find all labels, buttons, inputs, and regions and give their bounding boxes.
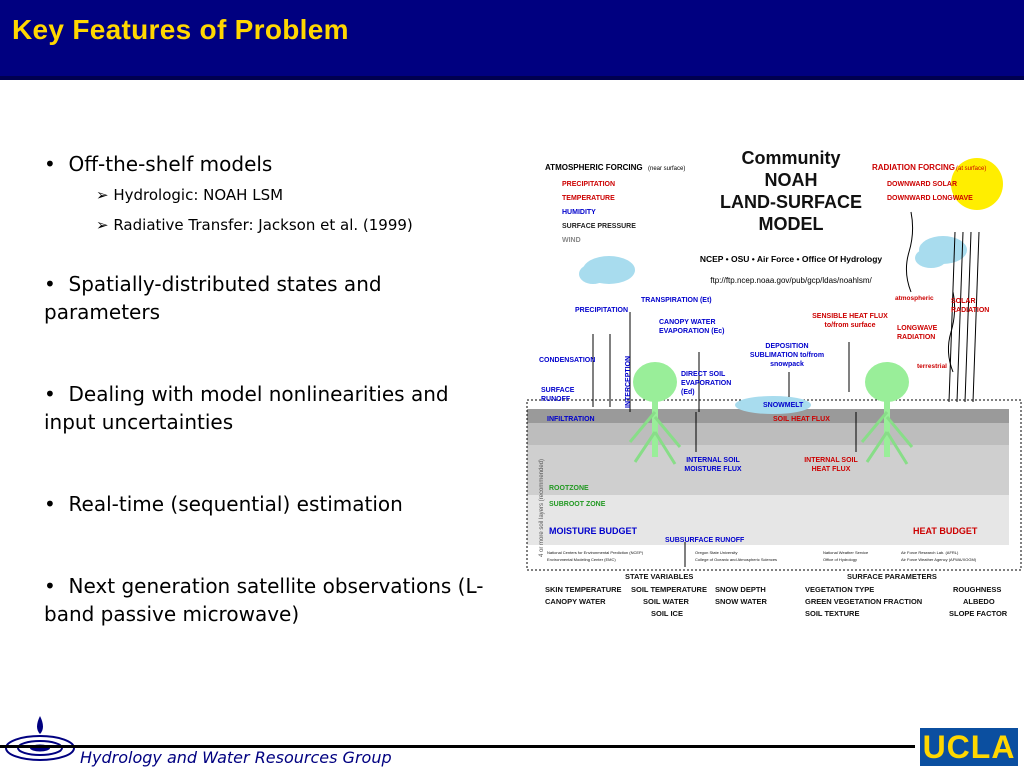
model-title-line: NOAH [765, 170, 818, 190]
cloud-icon [579, 264, 607, 284]
surface-param: SLOPE FACTOR [949, 609, 1008, 618]
agencies-line: NCEP • OSU • Air Force • Office Of Hydro… [700, 254, 883, 264]
state-var: SKIN TEMPERATURE [545, 585, 622, 594]
internal-heat-label: INTERNAL SOIL HEAT FLUX [804, 457, 858, 473]
surface-param: SOIL TEXTURE [805, 609, 859, 618]
ftp-line: ftp://ftp.ncep.noaa.gov/pub/gcp/ldas/noa… [710, 276, 872, 285]
ucla-logo: UCLA [920, 728, 1018, 766]
rad-item: DOWNWARD LONGWAVE [887, 195, 973, 202]
state-var: SOIL TEMPERATURE [631, 585, 707, 594]
noah-lsm-diagram: Community NOAH LAND-SURFACE MODEL NCEP •… [526, 148, 1022, 618]
flux-arrows [592, 211, 980, 567]
surface-param: VEGETATION TYPE [805, 585, 874, 594]
model-title-line: Community [742, 148, 841, 168]
state-var: CANOPY WATER [545, 597, 606, 606]
transpiration-label: TRANSPIRATION (Et) [641, 297, 712, 304]
bullet-item: • Real-time (sequential) estimation [44, 492, 403, 516]
cloud-icon [915, 248, 947, 268]
moisture-budget-label: MOISTURE BUDGET [549, 526, 638, 536]
surface-param: ALBEDO [963, 597, 995, 606]
direct-soil-label: DIRECT SOIL EVAPORATION (Ed) [681, 371, 732, 396]
infiltration-label: INFILTRATION [547, 416, 595, 423]
state-var: SNOW WATER [715, 597, 768, 606]
footer-divider [0, 745, 915, 748]
soil-layer-3 [527, 445, 1009, 495]
slide-title: Key Features of Problem [12, 14, 349, 45]
state-var: SOIL WATER [643, 597, 690, 606]
footer-group-name: Hydrology and Water Resources Group [80, 748, 392, 767]
credit-line: Environmental Modeling Center (EMC) [547, 557, 616, 562]
condensation-label: CONDENSATION [539, 357, 595, 364]
state-vars-title: STATE VARIABLES [625, 572, 693, 581]
credit-line: National Centers for Environmental Predi… [547, 550, 644, 555]
bullet-text: Real-time (sequential) estimation [68, 492, 403, 516]
state-var: SNOW DEPTH [715, 585, 766, 594]
model-title-line: MODEL [759, 214, 824, 234]
rootzone-label: ROOTZONE [549, 485, 589, 492]
surface-params-title: SURFACE PARAMETERS [847, 572, 937, 581]
title-bar [0, 0, 1024, 76]
sub-bullet-item: ➢ Radiative Transfer: Jackson et al. (19… [96, 216, 413, 234]
atm-forcing-note: (near surface) [648, 166, 685, 172]
subsurface-runoff-label: SUBSURFACE RUNOFF [665, 537, 745, 544]
snowmelt-label: SNOWMELT [763, 402, 804, 409]
credit-line: College of Oceanic and Atmospheric Scien… [695, 557, 777, 562]
sun-icon [951, 158, 1003, 210]
bullet-text: Next generation satellite observations (… [44, 574, 484, 626]
state-var: SOIL ICE [651, 609, 683, 618]
sub-bullet-text: Radiative Transfer: Jackson et al. (1999… [113, 216, 413, 234]
interception-label: INTERCEPTION [625, 356, 632, 408]
solar-radiation-label: SOLAR RADIATION [951, 298, 990, 314]
bullet-item: • Dealing with model nonlinearities and … [44, 382, 449, 434]
rad-item: DOWNWARD SOLAR [887, 181, 957, 188]
model-title-line: LAND-SURFACE [720, 192, 862, 212]
surface-param: ROUGHNESS [953, 585, 1001, 594]
atm-forcing-title: ATMOSPHERIC FORCING [545, 163, 643, 172]
internal-moisture-label: INTERNAL SOIL MOISTURE FLUX [684, 457, 742, 473]
snowpack-icon [735, 396, 811, 414]
longwave-label: LONGWAVE RADIATION [897, 325, 938, 341]
rad-forcing-title: RADIATION FORCING [872, 163, 955, 172]
heat-budget-label: HEAT BUDGET [913, 526, 978, 536]
soil-layers-label: 4 or more soil layers (recommended) [539, 459, 545, 557]
atm-item: SURFACE PRESSURE [562, 223, 636, 230]
precipitation-label: PRECIPITATION [575, 307, 628, 314]
tree-icon [628, 362, 682, 465]
tree-icon [860, 362, 914, 465]
atm-item: PRECIPITATION [562, 181, 615, 188]
sensible-heat-label: SENSIBLE HEAT FLUX to/from surface [812, 313, 888, 329]
subroot-label: SUBROOT ZONE [549, 501, 606, 508]
sub-bullet-item: ➢ Hydrologic: NOAH LSM [96, 186, 284, 204]
soil-layer-4 [527, 495, 1009, 545]
atm-item: WIND [562, 237, 581, 244]
bullet-item: • Spatially-distributed states and param… [44, 272, 382, 324]
terrestrial-label: terrestrial [917, 363, 947, 370]
bullet-item: • Next generation satellite observations… [44, 574, 484, 626]
bullet-text: Dealing with model nonlinearities and in… [44, 382, 449, 434]
bullet-text: Off-the-shelf models [68, 152, 273, 176]
credit-line: National Weather Service [823, 550, 869, 555]
bullet-text: Spatially-distributed states and paramet… [44, 272, 382, 324]
soil-heat-label: SOIL HEAT FLUX [773, 416, 830, 423]
surface-runoff-label: SURFACE RUNOFF [541, 387, 575, 403]
atmospheric-label: atmospheric [895, 295, 934, 302]
credit-line: Air Force Research Lab. (AFRL) [901, 550, 959, 555]
water-drop-logo-icon [5, 716, 75, 761]
soil-layer-2 [527, 423, 1009, 445]
surface-param: GREEN VEGETATION FRACTION [805, 597, 922, 606]
credit-line: Oregon State University [695, 550, 737, 555]
atm-item: TEMPERATURE [562, 195, 615, 202]
bullet-list: • Off-the-shelf models ➢ Hydrologic: NOA… [44, 150, 484, 628]
credit-line: Air Force Weather Agency (AFWA/XOGM) [901, 557, 977, 562]
deposition-label: DEPOSITION SUBLIMATION to/from snowpack [749, 343, 825, 368]
sub-bullet-text: Hydrologic: NOAH LSM [113, 186, 284, 204]
canopy-label: CANOPY WATER EVAPORATION (Ec) [659, 319, 725, 335]
atm-item: HUMIDITY [562, 209, 596, 216]
title-divider [0, 76, 1024, 80]
bullet-item: • Off-the-shelf models [44, 152, 273, 176]
credit-line: Office of Hydrology [823, 557, 857, 562]
rad-forcing-note: (at surface) [956, 166, 986, 172]
